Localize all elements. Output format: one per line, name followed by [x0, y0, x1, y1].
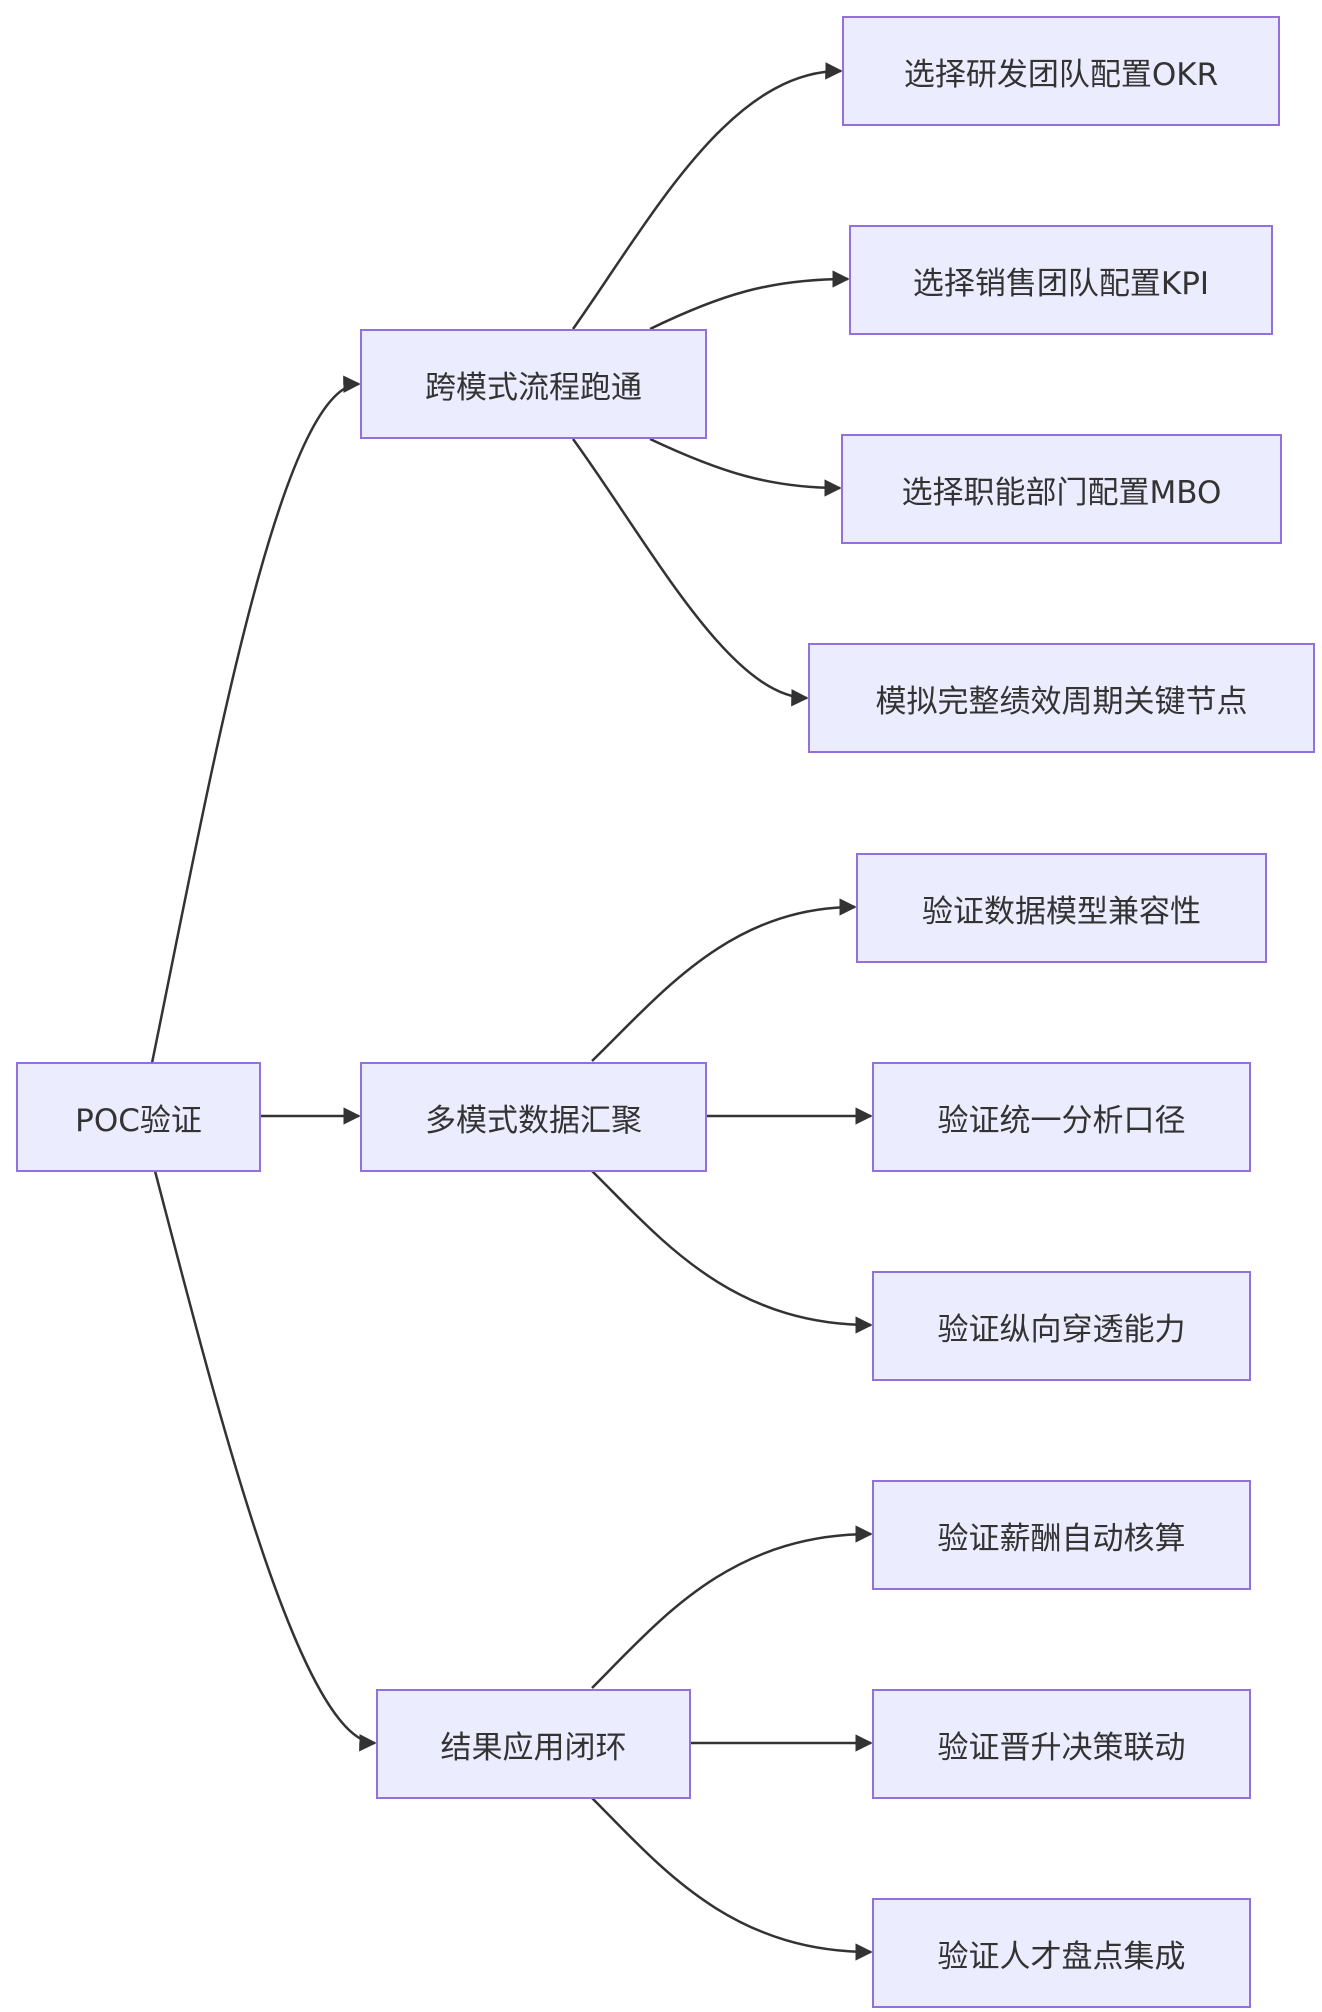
node-sales-kpi: 选择销售团队配置KPI [849, 225, 1273, 335]
node-multi-mode-data: 多模式数据汇聚 [360, 1062, 707, 1172]
node-talent-review: 验证人才盘点集成 [872, 1898, 1251, 2008]
node-label: 多模式数据汇聚 [425, 1102, 642, 1139]
edge-branch1-leaf2 [649, 270, 850, 331]
node-unified-analysis: 验证统一分析口径 [872, 1062, 1251, 1172]
edge-branch3-leaf3 [591, 1797, 873, 1961]
edge-branch3-leaf1 [591, 1525, 873, 1689]
node-label: 选择职能部门配置MBO [901, 474, 1222, 511]
node-vertical-penetration: 验证纵向穿透能力 [872, 1271, 1251, 1381]
node-result-application: 结果应用闭环 [376, 1689, 691, 1799]
node-label: 验证人才盘点集成 [937, 1938, 1186, 1975]
edge-branch1-leaf3 [649, 437, 842, 497]
node-label: 跨模式流程跑通 [425, 369, 642, 406]
node-poc-validation: POC验证 [16, 1062, 261, 1172]
node-label: 验证统一分析口径 [937, 1102, 1186, 1139]
edge-branch2-leaf3 [591, 1170, 873, 1334]
node-label: 选择销售团队配置KPI [912, 265, 1210, 302]
node-label: 验证晋升决策联动 [937, 1729, 1186, 1766]
edge-branch1-leaf4 [571, 438, 809, 707]
node-label: POC验证 [75, 1102, 202, 1139]
node-functional-mbo: 选择职能部门配置MBO [841, 434, 1282, 544]
edge-branch1-leaf1 [571, 62, 843, 330]
edge-root-branch1 [150, 375, 361, 1064]
node-cross-mode-process: 跨模式流程跑通 [360, 329, 707, 439]
node-promotion-linkage: 验证晋升决策联动 [872, 1689, 1251, 1799]
node-data-model-compat: 验证数据模型兼容性 [856, 853, 1267, 963]
node-rd-okr: 选择研发团队配置OKR [842, 16, 1280, 126]
node-label: 验证薪酬自动核算 [937, 1520, 1186, 1557]
node-label: 模拟完整绩效周期关键节点 [875, 683, 1248, 720]
edge-branch2-leaf1 [591, 898, 857, 1062]
node-label: 结果应用闭环 [440, 1729, 627, 1766]
node-label: 验证纵向穿透能力 [937, 1311, 1186, 1348]
edge-root-branch3 [153, 1170, 377, 1752]
node-salary-calc: 验证薪酬自动核算 [872, 1480, 1251, 1590]
node-label: 验证数据模型兼容性 [922, 893, 1201, 930]
node-label: 选择研发团队配置OKR [903, 56, 1219, 93]
node-performance-cycle: 模拟完整绩效周期关键节点 [808, 643, 1315, 753]
